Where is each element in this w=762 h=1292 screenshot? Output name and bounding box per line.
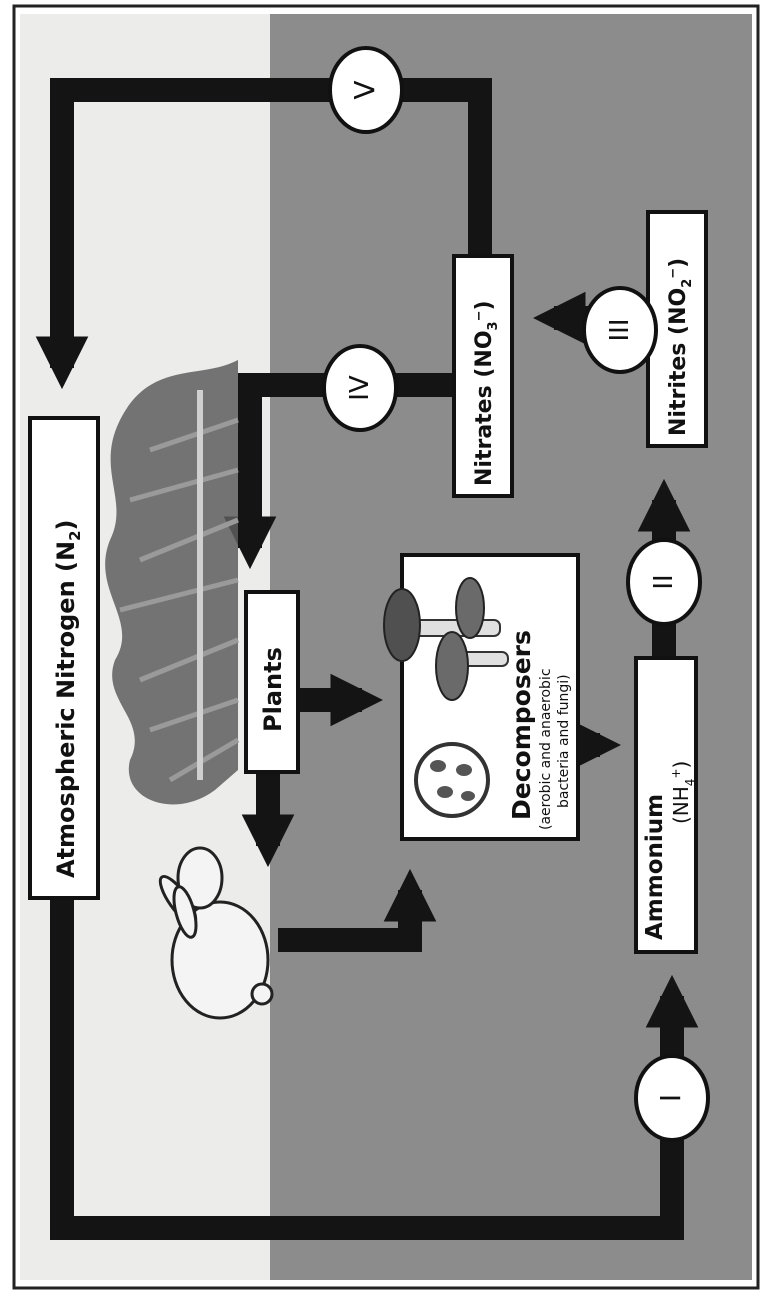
nitrates-label: Nitrates (NO	[472, 330, 497, 486]
nitrites-close: )	[666, 258, 691, 268]
step-badge-iv: IV	[322, 344, 398, 432]
plants-label: Plants	[259, 647, 287, 732]
step-label-v: V	[348, 80, 381, 99]
ammonium-superscript: +	[669, 768, 683, 778]
rabbit-illustration	[158, 846, 274, 1020]
bacteria-illustration	[414, 742, 490, 818]
svg-text:Nitrates (NO3−): Nitrates (NO3−)	[472, 300, 501, 486]
nitrates-close: )	[472, 300, 497, 310]
plant-illustration	[105, 360, 240, 805]
decomposers-box: Decomposers (aerobic and anaerobic bacte…	[383, 553, 580, 841]
step-label-iv: IV	[345, 375, 375, 401]
ammonium-formula: (NH	[669, 786, 693, 824]
decomposers-subtitle-line-2: bacteria and fungi)	[556, 674, 572, 808]
nitrates-box: Nitrates (NO3−)	[452, 254, 514, 498]
atmospheric-nitrogen-label: Atmospheric Nitrogen (N	[52, 541, 80, 878]
step-badge-ii: II	[626, 538, 702, 626]
svg-text:(NH4+): (NH4+)	[669, 761, 697, 824]
step-label-iii: III	[605, 318, 635, 341]
arrow-animal-to-decomposers	[278, 868, 437, 952]
ammonium-close: )	[669, 761, 693, 769]
step-label-i: I	[654, 1094, 687, 1102]
decomposers-subtitle-line-1: (aerobic and anaerobic	[538, 668, 554, 830]
step-badge-i: I	[634, 1054, 710, 1142]
mushroom-illustration	[383, 577, 509, 701]
nitrates-superscript: −	[472, 311, 487, 322]
atmospheric-nitrogen-box: Atmospheric Nitrogen (N2)	[28, 416, 100, 900]
nitrites-subscript: 2	[680, 279, 695, 288]
ammonium-label: Ammonium	[642, 794, 668, 940]
atmospheric-nitrogen-close: )	[52, 520, 80, 531]
atmospheric-nitrogen-subscript: 2	[66, 530, 84, 540]
step-badges: V IV III II I	[322, 46, 710, 1142]
arrow-step-v	[35, 78, 492, 390]
step-label-ii: II	[649, 574, 679, 589]
step-badge-v: V	[328, 46, 404, 134]
svg-text:Atmospheric Nitrogen (N2): Atmospheric Nitrogen (N2)	[52, 520, 84, 878]
step-badge-iii: III	[582, 286, 658, 374]
nitrites-superscript: −	[666, 268, 681, 279]
decomposers-label: Decomposers	[507, 630, 536, 820]
ammonium-subscript: 4	[683, 779, 697, 787]
plants-box: Plants	[244, 590, 300, 774]
nitrites-label: Nitrites (NO	[666, 288, 691, 436]
svg-text:Nitrites (NO2−): Nitrites (NO2−)	[666, 258, 695, 436]
nitrates-subscript: 3	[486, 321, 501, 330]
ammonium-box: Ammonium (NH4+)	[634, 656, 698, 954]
